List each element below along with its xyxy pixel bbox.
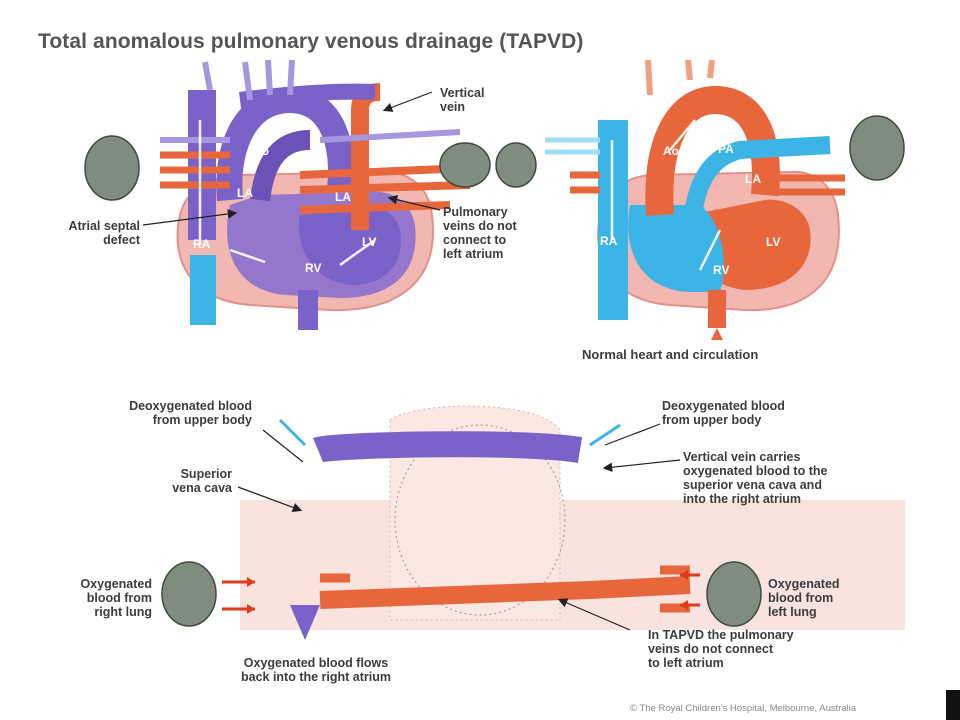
placeholder-oval <box>439 142 491 188</box>
label-lv-tapvd: LV <box>362 235 376 249</box>
label-rv-normal: RV <box>713 263 729 277</box>
placeholder-oval <box>706 561 762 627</box>
placeholder-ovals <box>84 115 905 627</box>
copyright-credit: © The Royal Children's Hospital, Melbour… <box>630 703 857 714</box>
label-la-1-tapvd: LA <box>237 186 253 200</box>
edge-bar <box>946 690 960 720</box>
placeholder-oval <box>161 561 217 627</box>
label-ao-normal: Ao <box>663 144 679 158</box>
placeholder-oval <box>495 142 537 188</box>
label-rv-tapvd: RV <box>305 261 321 275</box>
label-la-normal: LA <box>745 172 761 186</box>
page-title: Total anomalous pulmonary venous drainag… <box>38 30 584 53</box>
placeholder-oval <box>849 115 905 181</box>
normal-heart-diagram: Ao PA LA RA RV LV <box>545 59 845 340</box>
label-pa-normal: PA <box>718 142 734 156</box>
label-ra-normal: RA <box>600 234 618 248</box>
placeholder-oval <box>84 135 140 201</box>
tapvd-circulation-diagram <box>222 405 905 640</box>
label-la-2-tapvd: LA <box>335 190 351 204</box>
tapvd-heart-diagram: Ao PA LA LA RA RV LV <box>142 59 471 330</box>
label-lv-normal: LV <box>766 235 780 249</box>
normal-heart-caption: Normal heart and circulation <box>582 347 759 362</box>
label-ao-tapvd: Ao <box>253 144 269 158</box>
label-ra-tapvd: RA <box>193 237 211 251</box>
label-pa-tapvd: PA <box>310 142 326 156</box>
